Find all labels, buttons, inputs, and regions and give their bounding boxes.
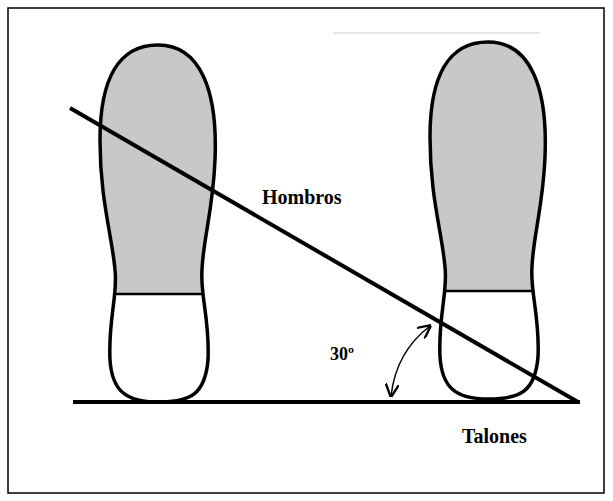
right-foot — [420, 27, 560, 399]
heel-label: Talones — [462, 425, 527, 447]
shoulder-label: Hombros — [262, 186, 342, 208]
heel-line — [73, 400, 580, 404]
shoulder-line — [70, 108, 578, 402]
angle-label: 30º — [330, 345, 354, 365]
faint-line — [333, 32, 540, 34]
left-foot — [90, 30, 230, 402]
angle-arc — [391, 326, 430, 396]
frame — [8, 8, 604, 493]
